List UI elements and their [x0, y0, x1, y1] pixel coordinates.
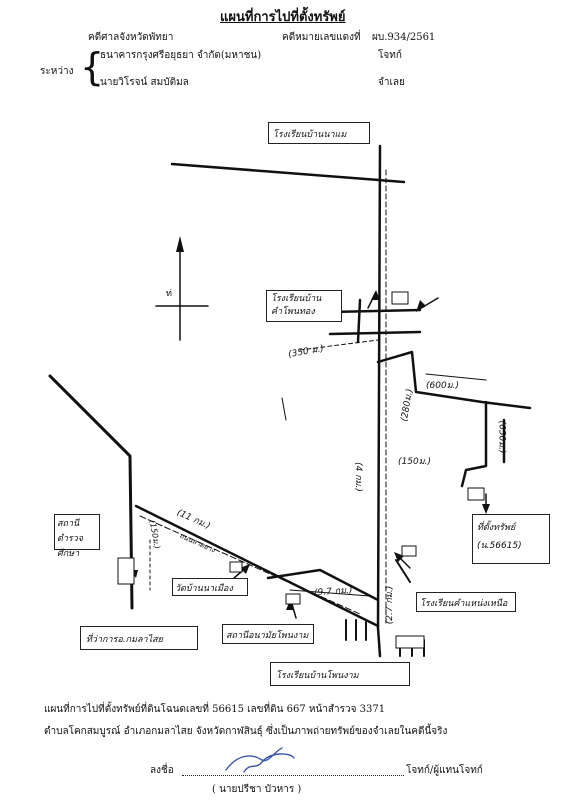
label-property-line2: (น.56615) [477, 541, 522, 551]
signer-name: ( นายปรีชา บัวหาร ) [212, 784, 302, 795]
case-label: คดีหมายเลขแดงที่ [282, 32, 361, 43]
defendant-role: จำเลย [378, 77, 405, 88]
road-main-vertical [376, 144, 382, 630]
footer-line-2: ตำบลโคกสมบูรณ์ อำเภอกมลาไสย จังหวัดกาฬสิ… [44, 726, 448, 737]
sign-label: ลงชื่อ [150, 765, 174, 776]
label-school-mid-line2: คำโพนทอง [271, 307, 315, 317]
label-station-line1: สถานีตำรวจ [57, 519, 84, 544]
footer-line-1: แผนที่การไปที่ตั้งทรัพย์ที่ดินโฉนดเลขที่… [44, 704, 386, 715]
building-marker [467, 487, 485, 501]
case-number: ผบ.934/2561 [372, 32, 436, 43]
label-health-station: สถานีอนามัยโพนงาม [222, 624, 314, 644]
label-dist-9km: (9.7 กม.) [313, 585, 353, 599]
building-marker [401, 545, 417, 557]
defendant-name: นายวิโรจน์ สมบัติมล [100, 77, 189, 88]
building-marker [285, 593, 301, 605]
plaintiff-role: โจทก์ [378, 50, 402, 61]
label-property: ที่ตั้งทรัพย์ (น.56615) [472, 514, 550, 564]
label-school-bottom: โรงเรียนบ้านโพนงาม [270, 662, 410, 686]
north-arrow-head [176, 236, 184, 252]
north-label: ท่ [166, 289, 172, 299]
building-marker [229, 561, 243, 573]
label-station-line2: ศึกษา [57, 549, 80, 559]
label-school-mid-line1: โรงเรียนบ้าน [271, 294, 322, 304]
label-dist-600: (600ม.) [426, 381, 459, 391]
between-label: ระหว่าง [40, 66, 74, 77]
label-school-top: โรงเรียนบ้านนาแม [268, 122, 370, 144]
label-temple: วัดบ้านนาเมือง [172, 578, 248, 596]
plaintiff-name: ธนาคารกรุงศรีอยุธยา จำกัด(มหาชน) [100, 50, 262, 61]
building-marker [391, 291, 409, 305]
signature-line [182, 775, 404, 776]
road-left [48, 374, 134, 610]
label-station: สถานีตำรวจ ศึกษา [54, 514, 100, 559]
label-dist-4km: (4 กม.) [352, 462, 363, 492]
court-name: คดีศาลจังหวัดพัทยา [88, 32, 174, 43]
road-right [376, 350, 532, 410]
building-marker [117, 557, 135, 585]
building-marker [395, 635, 425, 649]
label-district-office: ที่ว่าการอ.กมลาไสย [80, 626, 198, 650]
sign-role: โจทก์/ผู้แทนโจทก์ [406, 765, 483, 776]
road-top [170, 162, 406, 184]
label-property-line1: ที่ตั้งทรัพย์ [477, 523, 516, 533]
label-dist-150: (150ม.) [398, 457, 431, 467]
label-dist-7km: (2.7 กม.) [385, 585, 396, 625]
page-title: แผนที่การไปที่ตั้งทรัพย์ [220, 10, 346, 25]
label-school-mid: โรงเรียนบ้าน คำโพนทอง [266, 290, 342, 322]
label-dist-650: (650ม.) [496, 420, 507, 454]
signature-scribble [225, 747, 295, 773]
road-diagonal [134, 504, 380, 628]
label-school-nongkhai: โรงเรียนคำแหน่งเหนือ [416, 592, 516, 612]
brace: { [80, 45, 105, 89]
